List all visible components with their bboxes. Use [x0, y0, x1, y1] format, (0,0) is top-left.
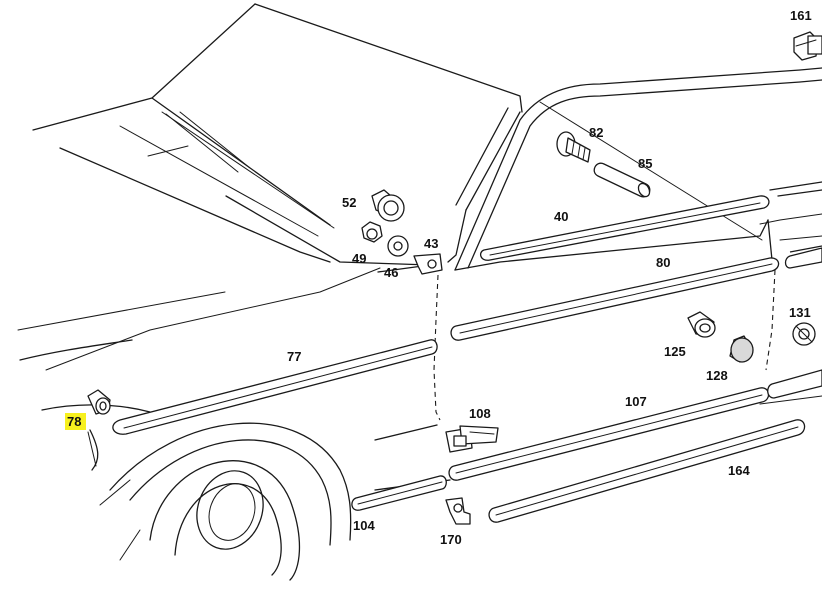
- molding-rear-upper: [789, 245, 822, 253]
- callout-label-43: 43: [424, 236, 438, 251]
- part-170-clip: [445, 497, 471, 525]
- molding-107: [448, 387, 770, 481]
- callout-label-80: 80: [656, 255, 670, 270]
- part-46-washer: [387, 235, 409, 257]
- part-43-clip: [413, 253, 443, 275]
- callout-label-82: 82: [589, 125, 603, 140]
- molding-164: [488, 419, 806, 523]
- callout-label-108: 108: [469, 406, 491, 421]
- callout-label-161: 161: [790, 8, 812, 23]
- callout-label-170: 170: [440, 532, 462, 547]
- molding-80: [450, 257, 780, 341]
- molding-107-rear: [767, 369, 822, 399]
- part-82-clip: [556, 131, 591, 163]
- callout-label-131: 131: [789, 305, 811, 320]
- callout-label-107: 107: [625, 394, 647, 409]
- callout-label-104: 104: [353, 518, 375, 533]
- callout-label-85: 85: [638, 156, 652, 171]
- part-49-nut: [361, 221, 383, 243]
- molding-77: [112, 339, 438, 435]
- callout-label-49: 49: [352, 251, 366, 266]
- part-161-clip: [793, 31, 822, 61]
- callout-highlight-78: [65, 413, 86, 430]
- part-85-pin: [593, 162, 651, 198]
- part-108-bracket: [445, 425, 499, 453]
- molding-40: [479, 195, 770, 261]
- leader-lines: [87, 431, 97, 467]
- callout-label-40: 40: [554, 209, 568, 224]
- callout-label-128: 128: [706, 368, 728, 383]
- callout-label-46: 46: [384, 265, 398, 280]
- callout-labels: 161 82 85 52 40 49 46 43 80 131 77 125 128 107 78 108 16…: [65, 8, 812, 547]
- callout-label-164: 164: [728, 463, 750, 478]
- part-128-plug: [729, 335, 754, 363]
- callout-label-78: 78: [67, 414, 81, 429]
- callout-label-52: 52: [342, 195, 356, 210]
- part-78-clip: [87, 389, 111, 415]
- molding-104: [351, 475, 447, 511]
- part-125-clip: [687, 311, 716, 338]
- part-52-clip: [371, 189, 405, 222]
- molding-80-rear: [784, 247, 822, 269]
- callout-label-125: 125: [664, 344, 686, 359]
- part-131-clip: [792, 322, 816, 346]
- callout-label-77: 77: [287, 349, 301, 364]
